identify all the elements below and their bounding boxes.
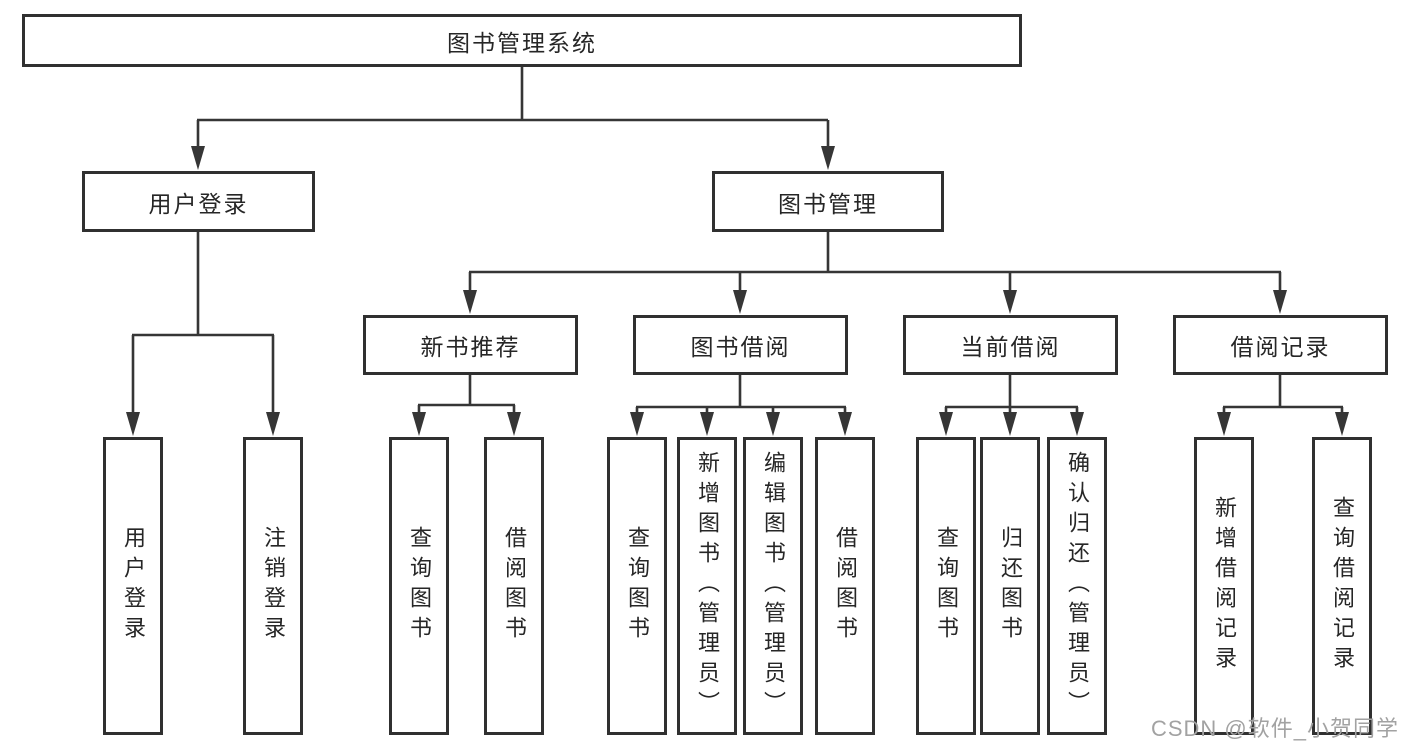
- leaf-query-borrow-record: 查询借阅记录: [1312, 437, 1372, 735]
- connector-root-to-level2: [196, 67, 830, 150]
- node-label: 新书推荐: [420, 334, 521, 360]
- arrow-down-icon: [766, 412, 780, 436]
- arrow-down-icon: [838, 412, 852, 436]
- connector-bookmgmt-to-level3: [468, 232, 1282, 293]
- node-label: 新增图书（管理员）: [695, 451, 720, 721]
- leaf-borrow-books-recommend: 借阅图书: [484, 437, 544, 735]
- leaf-query-books-current: 查询图书: [916, 437, 976, 735]
- arrow-down-icon: [412, 412, 426, 436]
- arrow-down-icon: [1003, 412, 1017, 436]
- connector-currentborrow-to-leaves: [944, 375, 1079, 414]
- node-label: 图书管理: [778, 190, 878, 217]
- node-label: 当前借阅: [960, 334, 1061, 360]
- connector-newbooks-to-leaves: [417, 375, 516, 414]
- node-label: 归还图书: [998, 526, 1023, 646]
- leaf-add-borrow-record: 新增借阅记录: [1194, 437, 1254, 735]
- connector-userlogin-to-leaves: [131, 232, 275, 414]
- node-label: 用户登录: [121, 526, 146, 646]
- leaf-logout: 注销登录: [243, 437, 303, 735]
- node-book-management-system: 图书管理系统: [22, 14, 1022, 67]
- node-label: 借阅记录: [1230, 334, 1331, 360]
- node-label: 图书借阅: [690, 334, 791, 360]
- node-label: 新增借阅记录: [1212, 496, 1237, 676]
- arrow-down-icon: [1070, 412, 1084, 436]
- node-label: 确认归还（管理员）: [1065, 451, 1090, 721]
- leaf-return-books: 归还图书: [980, 437, 1040, 735]
- arrow-down-icon: [1003, 290, 1017, 314]
- arrow-down-icon: [266, 412, 280, 436]
- arrow-down-icon: [507, 412, 521, 436]
- node-label: 编辑图书（管理员）: [761, 451, 786, 721]
- arrow-down-icon: [126, 412, 140, 436]
- arrow-down-icon: [821, 146, 835, 170]
- arrow-down-icon: [700, 412, 714, 436]
- node-label: 查询图书: [407, 526, 432, 646]
- csdn-watermark: CSDN @软件_小贺同学: [1150, 716, 1399, 741]
- leaf-add-books-admin: 新增图书（管理员）: [677, 437, 737, 735]
- connector-borrowing-to-leaves: [635, 375, 847, 414]
- connector-records-to-leaves: [1222, 375, 1344, 414]
- node-label: 查询图书: [625, 526, 650, 646]
- node-book-management: 图书管理: [712, 171, 944, 232]
- node-book-borrowing: 图书借阅: [633, 315, 848, 375]
- node-user-login: 用户登录: [82, 171, 315, 232]
- arrow-down-icon: [1217, 412, 1231, 436]
- node-label: 图书管理系统: [447, 29, 597, 56]
- leaf-query-books-recommend: 查询图书: [389, 437, 449, 735]
- arrow-down-icon: [191, 146, 205, 170]
- leaf-user-login: 用户登录: [103, 437, 163, 735]
- arrow-down-icon: [1273, 290, 1287, 314]
- node-label: 借阅图书: [833, 526, 858, 646]
- arrow-down-icon: [1335, 412, 1349, 436]
- node-new-book-recommend: 新书推荐: [363, 315, 578, 375]
- arrowhead-icons: [126, 146, 1349, 436]
- arrow-down-icon: [630, 412, 644, 436]
- node-label: 查询借阅记录: [1330, 496, 1355, 676]
- leaf-confirm-return-admin: 确认归还（管理员）: [1047, 437, 1107, 735]
- node-label: 用户登录: [148, 190, 249, 217]
- node-label: 查询图书: [934, 526, 959, 646]
- arrow-down-icon: [463, 290, 477, 314]
- node-label: 借阅图书: [502, 526, 527, 646]
- leaf-edit-books-admin: 编辑图书（管理员）: [743, 437, 803, 735]
- node-current-borrowing: 当前借阅: [903, 315, 1118, 375]
- leaf-borrow-books: 借阅图书: [815, 437, 875, 735]
- arrow-down-icon: [733, 290, 747, 314]
- arrow-down-icon: [939, 412, 953, 436]
- node-label: 注销登录: [261, 526, 286, 646]
- node-borrowing-records: 借阅记录: [1173, 315, 1388, 375]
- leaf-query-books-borrowing: 查询图书: [607, 437, 667, 735]
